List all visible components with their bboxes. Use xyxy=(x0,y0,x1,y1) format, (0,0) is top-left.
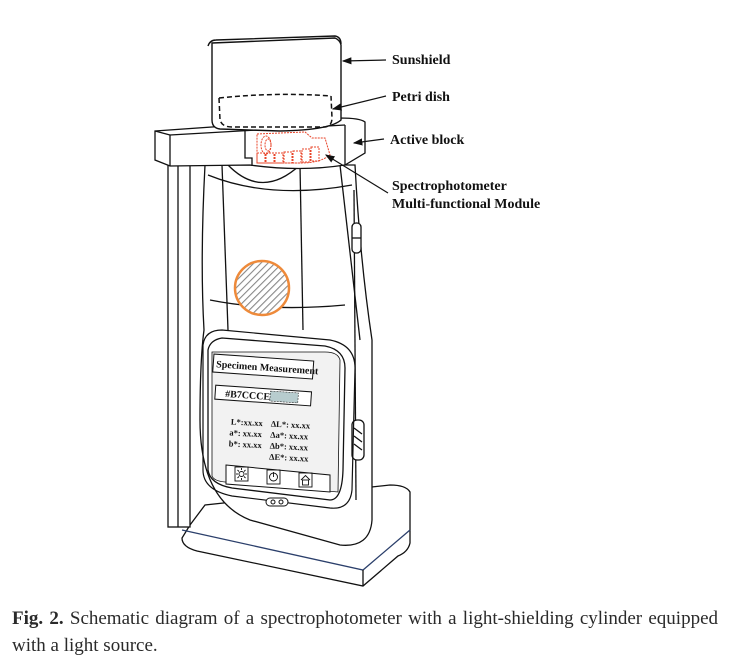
reading-b: b*: xx.xx xyxy=(229,438,263,450)
label-module-line2: Multi-functional Module xyxy=(392,197,540,212)
color-swatch xyxy=(269,390,299,404)
label-sunshield: Sunshield xyxy=(392,53,451,68)
power-icon[interactable] xyxy=(266,469,281,485)
figure-caption: Fig. 2. Schematic diagram of a spectroph… xyxy=(12,605,718,659)
label-petri-dish: Petri dish xyxy=(392,90,450,105)
color-code: #B7CCCE xyxy=(225,389,271,403)
label-module-line1: Spectrophotometer xyxy=(392,179,507,194)
connector-port xyxy=(265,497,289,507)
caption-label: Fig. 2. xyxy=(12,608,64,629)
reading-de: ΔE*: xx.xx xyxy=(269,452,310,464)
petri-dish xyxy=(218,93,333,128)
stand-column xyxy=(159,134,191,528)
sun-icon[interactable] xyxy=(234,466,249,482)
sunshield xyxy=(207,35,342,132)
reading-da: Δa*: xx.xx xyxy=(270,430,309,442)
reading-l: L*:xx.xx xyxy=(231,416,264,428)
spectrophotometer-diagram: Specimen Measurement #B7CCCE L*:xx.xx a*… xyxy=(154,35,540,587)
caption-text: Schematic diagram of a spectrophotometer… xyxy=(12,608,719,656)
reading-db: Δb*: xx.xx xyxy=(269,441,309,453)
reading-dl: ΔL*: xx.xx xyxy=(271,419,312,431)
readings: L*:xx.xx a*: xx.xx b*: xx.xx ΔL*: xx.xx … xyxy=(229,416,312,464)
label-active-block: Active block xyxy=(390,133,464,148)
home-icon[interactable] xyxy=(298,472,313,488)
device-screen: Specimen Measurement #B7CCCE L*:xx.xx a*… xyxy=(202,329,356,509)
spectrophotometer-module xyxy=(256,131,331,164)
light-source-window xyxy=(233,259,291,317)
reading-a: a*: xx.xx xyxy=(229,427,263,439)
active-block xyxy=(154,117,366,170)
callout-lines xyxy=(324,57,389,194)
